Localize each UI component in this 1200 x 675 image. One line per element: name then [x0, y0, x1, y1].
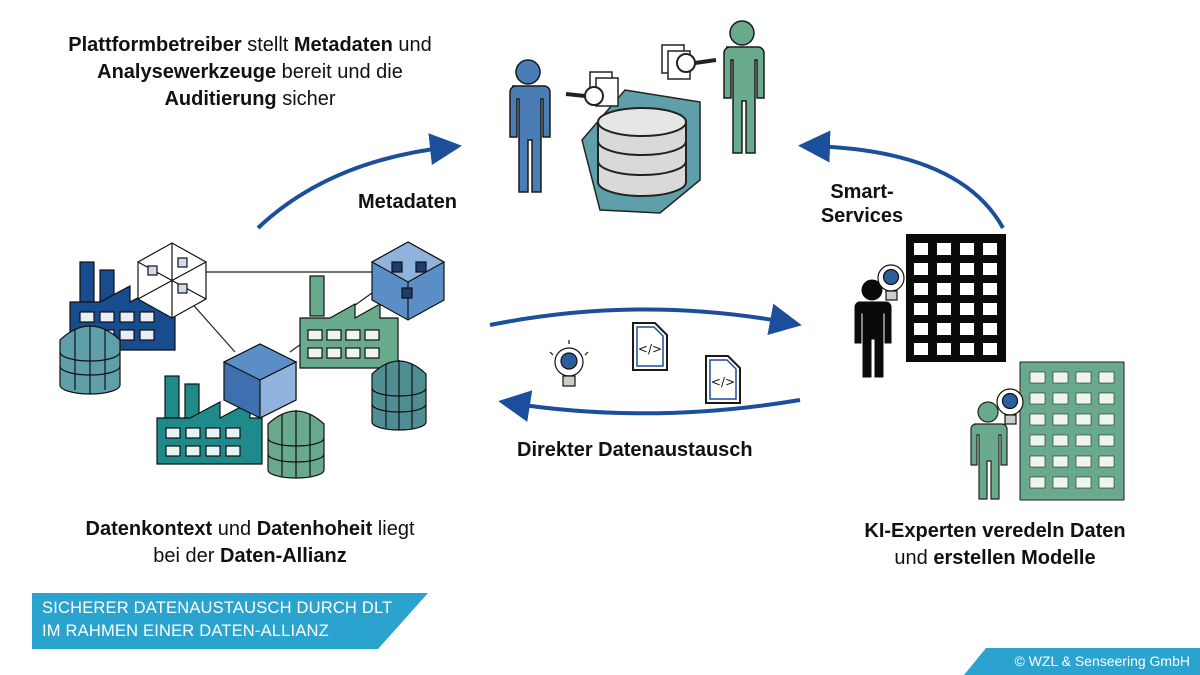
person-icon — [723, 20, 765, 154]
metadata-label: Metadaten — [358, 191, 457, 213]
factory-icon — [156, 375, 263, 465]
direct-exchange-label: Direkter Datenaustausch — [517, 439, 753, 461]
building-window — [1098, 413, 1115, 426]
office-building-icon — [906, 234, 1006, 362]
cube-node-icon — [137, 242, 207, 319]
building-window — [1075, 476, 1092, 489]
person-icon — [970, 401, 1008, 500]
person-icon — [854, 279, 892, 378]
building-window — [1075, 371, 1092, 384]
building-window — [1098, 476, 1115, 489]
building-window — [937, 243, 951, 255]
building-window — [1029, 476, 1046, 489]
building-window — [914, 323, 928, 335]
building-window — [914, 283, 928, 295]
building-window — [960, 323, 974, 335]
lightbulb-brain-icon — [996, 388, 1024, 425]
magnifier-document-icon — [661, 44, 717, 80]
building-window — [960, 303, 974, 315]
building-window — [983, 283, 997, 295]
building-window — [914, 263, 928, 275]
metadata-arrow — [256, 133, 462, 230]
building-window — [1029, 413, 1046, 426]
cube-node-icon — [370, 241, 446, 321]
building-window — [1052, 413, 1069, 426]
building-window — [960, 263, 974, 275]
building-window — [1075, 455, 1092, 468]
code-document-icon: </> — [632, 322, 668, 371]
office-building-icon — [1019, 361, 1125, 501]
smart-services-label: Smart- Services — [820, 181, 904, 227]
svg-text:</>: </> — [711, 375, 735, 389]
building-window — [937, 323, 951, 335]
lightbulb-brain-icon — [877, 264, 905, 301]
storage-tank-icon — [267, 410, 325, 479]
building-window — [1098, 455, 1115, 468]
building-window — [1052, 392, 1069, 405]
building-window — [983, 343, 997, 355]
building-window — [937, 303, 951, 315]
ai-experts-text: KI-Experten veredeln Daten und erstellen… — [864, 520, 1126, 569]
building-window — [960, 243, 974, 255]
building-window — [937, 343, 951, 355]
building-window — [937, 263, 951, 275]
title-banner: SICHERER DATENAUSTAUSCH DURCH DLT IM RAH… — [32, 593, 428, 649]
building-window — [937, 283, 951, 295]
building-window — [1075, 434, 1092, 447]
building-window — [914, 243, 928, 255]
platform-operator-text: Plattformbetreiber stellt Metadaten und … — [68, 34, 432, 110]
credit-text: © WZL & Senseering GmbH — [1014, 653, 1190, 669]
building-window — [1029, 455, 1046, 468]
building-window — [1098, 371, 1115, 384]
lightbulb-brain-icon — [549, 340, 589, 387]
building-window — [983, 323, 997, 335]
building-window — [983, 303, 997, 315]
credit-badge: © WZL & Senseering GmbH — [964, 648, 1200, 675]
building-window — [983, 243, 997, 255]
storage-tank-icon — [371, 360, 427, 431]
database-icon — [581, 89, 701, 214]
building-window — [1029, 392, 1046, 405]
building-window — [1052, 371, 1069, 384]
building-window — [914, 303, 928, 315]
building-window — [960, 283, 974, 295]
building-window — [1052, 476, 1069, 489]
code-document-icon: </> — [705, 355, 741, 404]
storage-tank-icon — [59, 325, 121, 395]
building-window — [983, 263, 997, 275]
building-window — [1075, 413, 1092, 426]
building-window — [1098, 392, 1115, 405]
exchange-arrow-left — [498, 390, 801, 422]
exchange-arrow-right — [489, 303, 802, 336]
building-window — [1029, 371, 1046, 384]
cube-node-icon — [222, 343, 298, 419]
banner-line-1: SICHERER DATENAUSTAUSCH DURCH DLT — [42, 599, 393, 617]
smart-services-arrow — [798, 130, 1005, 229]
building-window — [1029, 434, 1046, 447]
building-window — [914, 343, 928, 355]
building-window — [1052, 455, 1069, 468]
person-icon — [509, 59, 551, 193]
banner-line-2: IM RAHMEN EINER DATEN-ALLIANZ — [42, 622, 329, 640]
building-window — [1075, 392, 1092, 405]
data-alliance-text: Datenkontext und Datenhoheit liegt bei d… — [85, 518, 415, 567]
svg-text:</>: </> — [638, 342, 662, 356]
magnifier-document-icon — [565, 71, 619, 107]
building-window — [1098, 434, 1115, 447]
building-window — [960, 343, 974, 355]
building-window — [1052, 434, 1069, 447]
factory-icon — [299, 275, 399, 369]
